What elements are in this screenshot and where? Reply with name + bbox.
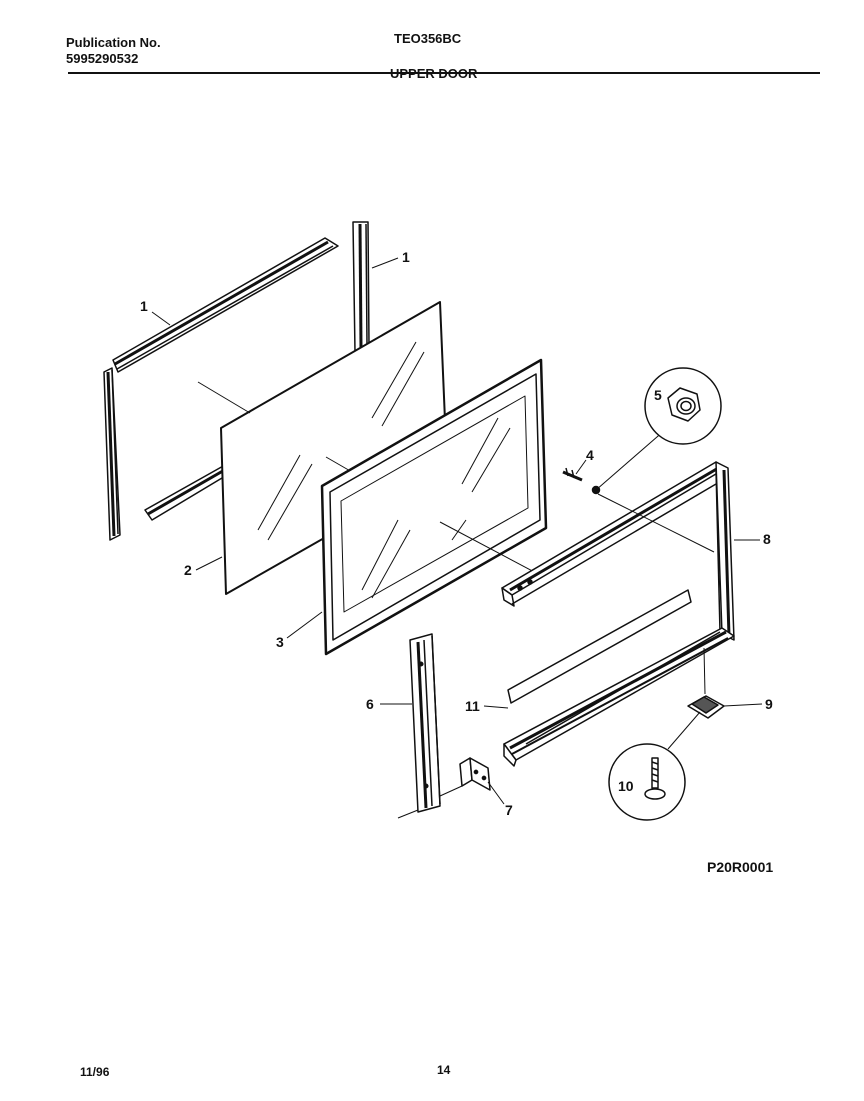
- part-1-top-trim: [112, 237, 339, 373]
- part-1-left-channel: [103, 367, 121, 541]
- part-8-door-frame: [501, 461, 735, 767]
- callout-2: 2: [184, 562, 192, 578]
- part-9-clip: [687, 695, 725, 719]
- callout-4: 4: [586, 447, 594, 463]
- callout-10: 10: [618, 778, 634, 794]
- part-5-nut-inset: [644, 367, 722, 445]
- part-1-bottom-channel: [144, 464, 233, 521]
- model-number: TEO356BC: [394, 31, 462, 46]
- callout-11: 11: [465, 698, 480, 714]
- part-4-screw: [562, 467, 601, 495]
- page-number: 14: [437, 1063, 451, 1077]
- callout-9: 9: [765, 696, 773, 712]
- footer-date: 11/96: [80, 1065, 110, 1079]
- part-1-right-channel: [352, 221, 370, 353]
- part-3-framed-glass: [320, 358, 548, 656]
- callout-5: 5: [654, 387, 662, 403]
- header-rule: [68, 72, 820, 74]
- part-6-side-channel: [409, 633, 441, 813]
- callout-3: 3: [276, 634, 284, 650]
- callout-1-left: 1: [140, 298, 148, 314]
- publication-label: Publication No.: [66, 35, 161, 50]
- part-10-bolt-inset: [608, 743, 686, 821]
- callout-1-right: 1: [402, 249, 410, 265]
- drawing-code: P20R0001: [707, 859, 774, 875]
- part-7-bracket: [459, 757, 491, 791]
- callout-7: 7: [505, 802, 513, 818]
- publication-number: 5995290532: [66, 51, 139, 66]
- callout-8: 8: [763, 531, 771, 547]
- callout-6: 6: [366, 696, 374, 712]
- part-11-strip: [507, 589, 692, 704]
